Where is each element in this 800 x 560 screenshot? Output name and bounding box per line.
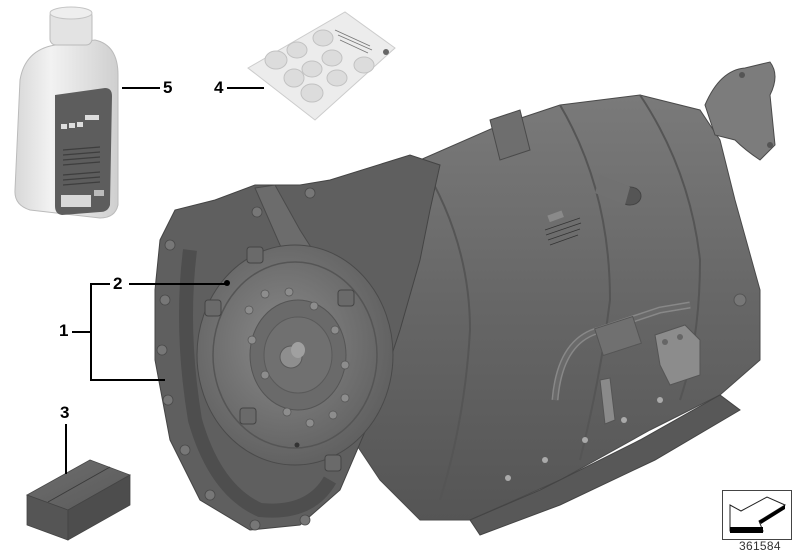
callout-5[interactable]: 5 bbox=[163, 78, 173, 97]
callout-2[interactable]: 2 bbox=[113, 274, 123, 293]
callout-1[interactable]: 1 bbox=[59, 321, 69, 340]
callout-4[interactable]: 4 bbox=[214, 78, 224, 97]
leader-line-5 bbox=[122, 87, 160, 89]
bracket-vertical-1 bbox=[90, 283, 92, 380]
seal-cap-blister-illustration bbox=[247, 11, 396, 121]
leader-line-1 bbox=[72, 331, 90, 333]
transmission-illustration bbox=[154, 61, 776, 536]
fluid-bottle-illustration bbox=[14, 6, 119, 219]
callout-3[interactable]: 3 bbox=[60, 403, 70, 422]
torque-converter-illustration bbox=[196, 244, 394, 472]
leader-line-3 bbox=[65, 424, 67, 474]
bracket-top-1 bbox=[90, 283, 110, 285]
leader-dot-2 bbox=[224, 280, 230, 286]
leader-line-2 bbox=[129, 283, 226, 285]
bracket-bottom-1 bbox=[90, 379, 165, 381]
box-illustration bbox=[26, 459, 131, 541]
catalog-id: 361584 bbox=[739, 539, 781, 553]
back-arrow-icon bbox=[729, 496, 787, 533]
leader-line-4 bbox=[227, 87, 264, 89]
back-navigation-button[interactable] bbox=[722, 490, 792, 540]
